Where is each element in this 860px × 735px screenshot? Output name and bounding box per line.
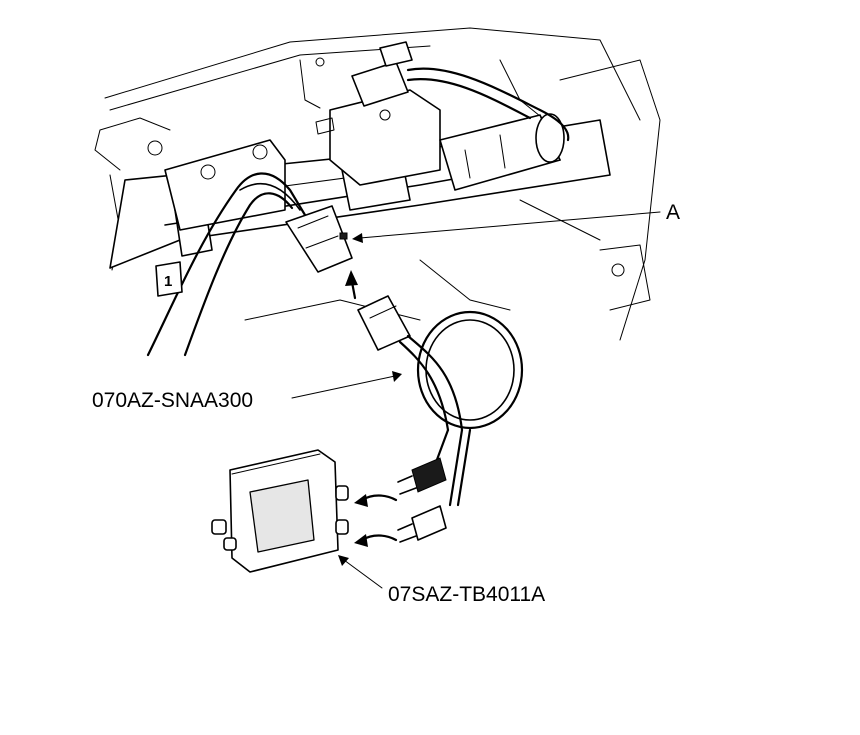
callout-tester-tool: 07SAZ-TB4011A xyxy=(388,583,545,606)
insertion-arrows-tester xyxy=(354,494,398,547)
test-harness xyxy=(357,295,524,507)
leader-a xyxy=(359,211,661,239)
plug-white xyxy=(397,505,447,543)
leader-tester xyxy=(343,559,383,589)
insertion-arrow-a xyxy=(345,270,358,300)
tester-box xyxy=(211,449,349,573)
step-number: 1 xyxy=(164,273,172,290)
upper-connector xyxy=(351,41,570,142)
callout-harness-tool: 070AZ-SNAA300 xyxy=(92,389,253,412)
step-marker: 1 xyxy=(155,261,183,297)
cylinder-unit xyxy=(439,113,565,191)
leader-harness xyxy=(291,375,396,399)
harness-left xyxy=(146,172,307,357)
connector-a xyxy=(285,205,353,273)
plug-black xyxy=(397,457,447,495)
callout-a: A xyxy=(666,201,680,224)
